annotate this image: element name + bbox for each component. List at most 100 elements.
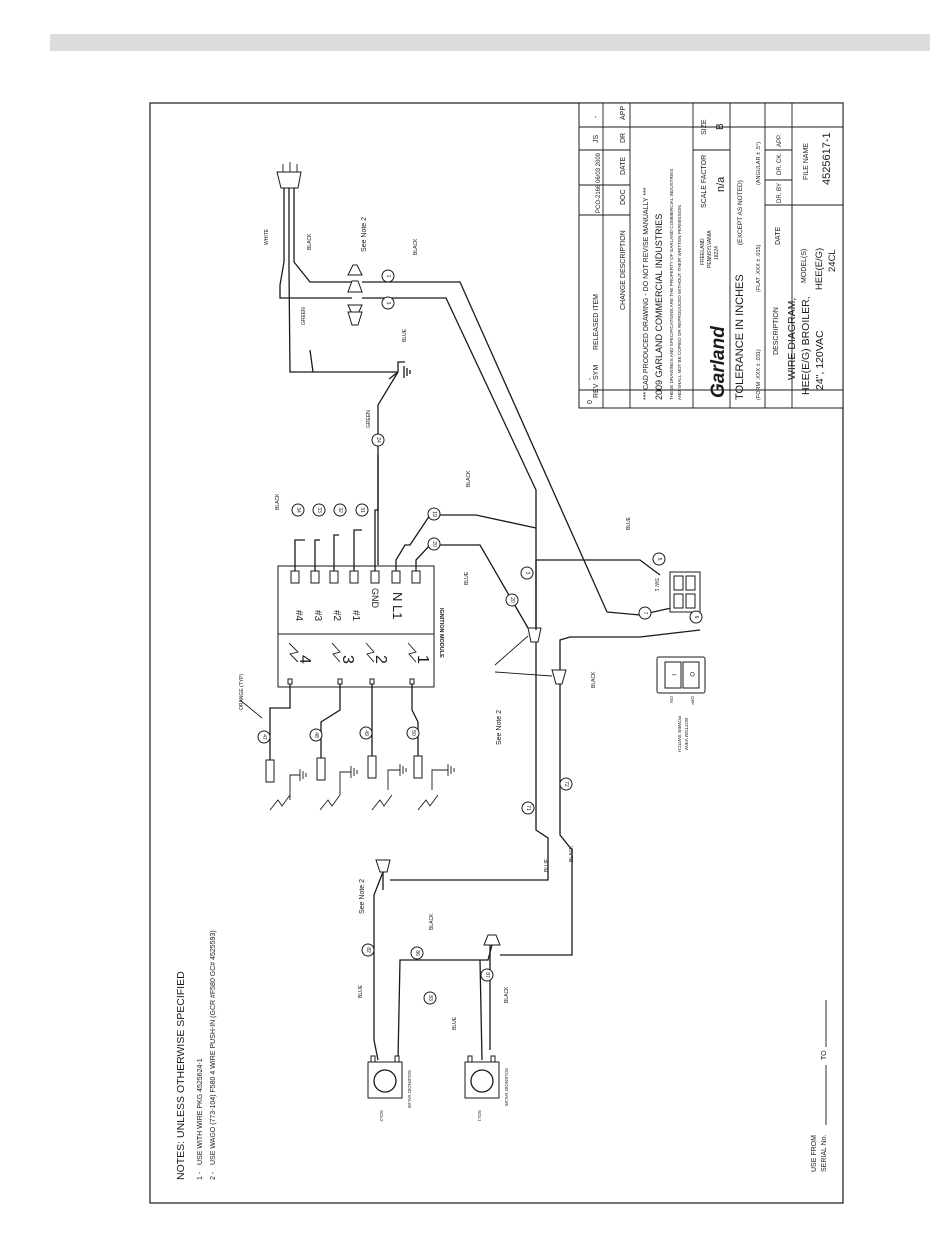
- wire-number-bubble: [371, 433, 385, 447]
- model-value-1: HEE(E/G): [814, 248, 825, 290]
- power-switch-on-symbol: I: [670, 674, 676, 676]
- channel-big-3: 3: [339, 655, 356, 664]
- wire-label-blue-top: BLUE: [402, 328, 408, 342]
- doc-header: DOC: [620, 189, 627, 205]
- address-line-1: FREELAND: [700, 238, 706, 265]
- wire-label-black-87: BLACK: [504, 986, 510, 1003]
- sym-value: -: [587, 377, 594, 380]
- wire-number-bubble: [355, 503, 369, 517]
- address-line-2: PENNSYLVANIA: [707, 230, 713, 268]
- wire-number-bubble: [359, 726, 373, 740]
- wire-number: 83: [427, 995, 433, 1001]
- wire-number: 50: [410, 730, 416, 736]
- wire-number-bubble: [427, 537, 441, 551]
- wire-number: 20: [431, 541, 437, 547]
- wire-label-black-top: BLACK: [413, 238, 419, 255]
- sol1-tag: SOL1: [477, 1110, 482, 1122]
- switch-sw1: SW 1: [653, 571, 701, 613]
- power-cord: [276, 162, 398, 373]
- flat-tolerance: (FLAT .XXX ± .015): [756, 244, 762, 292]
- app-header: APP: [620, 106, 627, 120]
- wire-number: 33: [316, 507, 322, 513]
- wire-number-bubble: [410, 946, 424, 960]
- note-2-text: USE WAGO (773-104) F580 4 WIRE PUSH-IN (…: [210, 930, 217, 1165]
- wago-connector-middle: [494, 627, 567, 685]
- note-2-num: 2 -: [210, 1171, 217, 1180]
- wire-label-blue-82: BLUE: [358, 984, 364, 998]
- wire-number-bubble: [480, 968, 494, 982]
- note-1-text: USE WITH WIRE PKG 4525624-1: [197, 1058, 204, 1165]
- wire-number-bubble: [427, 507, 441, 521]
- wire-number-bubble: [559, 777, 573, 791]
- wire-label-black-6: BLACK: [591, 671, 597, 688]
- drby-label: DR. BY: [777, 183, 783, 203]
- gnd-label: GND: [370, 588, 380, 609]
- wire-label-blue-20: BLUE: [464, 571, 470, 585]
- wire-number: 47: [261, 734, 267, 740]
- wire-number-bubble: [652, 552, 666, 566]
- tolerance-heading: TOLERANCE IN INCHES: [734, 274, 746, 400]
- channel-small-1: #1: [350, 610, 361, 622]
- wire-number-bubble: [257, 730, 271, 744]
- date-value: 06/03 2009: [596, 152, 602, 183]
- wago-connector-bottom: [375, 859, 501, 946]
- use-from-label: USE FROM: [811, 1135, 818, 1172]
- sol2-label: SOLENOID VALVE: [407, 1070, 412, 1108]
- app-label: APP.: [777, 134, 783, 147]
- power-switch-view: BOTTOM VIEW: [684, 718, 689, 751]
- channel-small-4: #4: [293, 610, 304, 622]
- dr-header: DR: [620, 133, 627, 143]
- electrodes: [239, 684, 455, 811]
- wire-label-black-86: BLACK: [429, 913, 435, 930]
- power-switch-off-label: OFF: [690, 696, 695, 705]
- wire-label-black-34: BLACK: [275, 493, 281, 510]
- wire-number: 5: [656, 558, 662, 561]
- wire-number-bubble: [520, 566, 534, 580]
- wire-number: 3: [385, 302, 391, 305]
- wire-number-bubble: [638, 606, 652, 620]
- see-note-bottom: See Note 2: [359, 879, 366, 914]
- channel-small-3: #3: [312, 610, 323, 622]
- wire-number: 48: [313, 732, 319, 738]
- wire-number-bubble: [361, 943, 375, 957]
- model-value-2: 24CL: [827, 249, 838, 272]
- file-name-value: 4525617-1: [821, 132, 833, 185]
- wire-label-orange: ORANGE (TYP): [239, 674, 245, 710]
- wire-number: 86: [414, 950, 420, 956]
- ignition-module: #4 #3 #2 #1 GND N L1 4 3 2 1 IGNITION MO…: [277, 455, 537, 688]
- cad-notice: *** CAD PRODUCED DRAWING - DO NOT REVISE…: [643, 187, 650, 400]
- form-tolerance: (FORM .XXX ± .031): [756, 349, 762, 400]
- angular-tolerance: (ANGULAR ± .5°): [756, 142, 762, 185]
- wire-label-blue-83: BLUE: [452, 1016, 458, 1030]
- wire-number: 87: [484, 972, 490, 978]
- release-description: RELEASED ITEM: [593, 294, 600, 350]
- solenoid-sol1: SOL1 SOLENOID VALVE: [464, 1055, 509, 1122]
- wire-number-bubble: [689, 610, 703, 624]
- property-text-2: AND SHALL NOT BE COPIED OR REPRODUCED WI…: [677, 204, 682, 400]
- file-name-label: FILE NAME: [803, 143, 810, 180]
- wire-number: 19: [431, 511, 437, 517]
- header-bar: [50, 34, 930, 51]
- wire-number: 32: [337, 507, 343, 513]
- wire-label-green-module: GREEN: [366, 410, 372, 428]
- wire-number: 72: [563, 781, 569, 787]
- notes-heading: NOTES: UNLESS OTHERWISE SPECIFIED: [175, 971, 187, 1180]
- wire-label-black-cord: BLACK: [307, 233, 313, 250]
- wago-connector-top: [347, 264, 363, 326]
- wire-number: 31: [359, 507, 365, 513]
- sym-header: SYM: [593, 365, 600, 380]
- wire-number-bubble: [423, 991, 437, 1005]
- wire-number-bubble: [333, 503, 347, 517]
- description-line-1: WIRE DIAGRAM,: [786, 298, 798, 380]
- description-label: DESCRIPTION: [773, 307, 780, 355]
- wire-number-bubble: [291, 503, 305, 517]
- wire-number: 82: [365, 947, 371, 953]
- channel-big-4: 4: [296, 655, 313, 664]
- rev-header: REV: [593, 383, 600, 398]
- serial-no-label: SERIAL No.: [821, 1134, 828, 1172]
- wire-number: 3: [524, 572, 530, 575]
- wire-number: 7: [642, 612, 648, 615]
- wire-label-white: WHITE: [264, 228, 270, 245]
